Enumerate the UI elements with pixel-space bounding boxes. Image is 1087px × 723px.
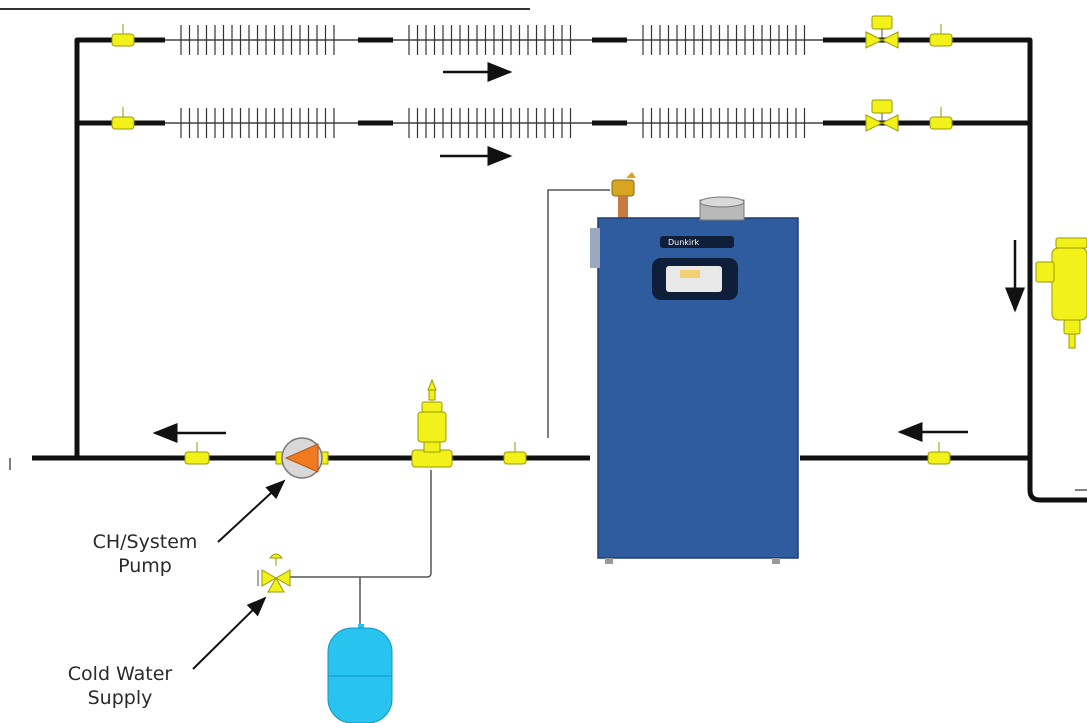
left-riser-pipe (74, 37, 165, 458)
expansion-tank (327, 624, 393, 723)
zone-valve-loop2 (865, 99, 899, 132)
callout-arrows (192, 479, 286, 670)
pump-callout-arrow (217, 479, 286, 543)
thin-connections (9, 189, 1087, 628)
ball-valves (111, 24, 953, 465)
baseboard-radiators (165, 25, 823, 138)
loop1-right-pipe (823, 37, 1087, 503)
flow-arrows (152, 62, 1025, 443)
ball-valve-loop2-left (111, 107, 135, 130)
cold-water-supply-valve (257, 553, 291, 593)
cold-water-label-line1: Cold Water (67, 663, 173, 685)
ball-valve-loop1-left (111, 24, 135, 47)
air-separator (1035, 237, 1087, 349)
cold-water-label-line2: Supply (87, 687, 153, 709)
pump-label-line2: Pump (118, 555, 172, 577)
relief-valve (611, 172, 636, 220)
ball-valve-supply (184, 442, 210, 465)
circulator-pump (275, 437, 329, 479)
cold-water-label: Cold Water Supply (40, 662, 200, 710)
ball-valve-loop1-right (929, 24, 953, 47)
relief-line (547, 189, 610, 438)
ball-valve-loop2-right (929, 107, 953, 130)
zone-valve-loop1 (865, 15, 899, 49)
boiler: Dunkirk (590, 196, 799, 564)
ball-valve-return (927, 442, 951, 465)
main-piping (32, 37, 1087, 503)
fill-valve (411, 378, 453, 468)
fill-line (290, 470, 432, 578)
cold-water-callout-arrow (192, 596, 267, 670)
pump-label: CH/System Pump (70, 530, 220, 578)
ball-valve-boiler-outlet (503, 442, 527, 465)
boiler-brand-label: Dunkirk (668, 238, 699, 247)
zone-valves (865, 15, 899, 132)
pump-label-line1: CH/System (92, 531, 198, 553)
